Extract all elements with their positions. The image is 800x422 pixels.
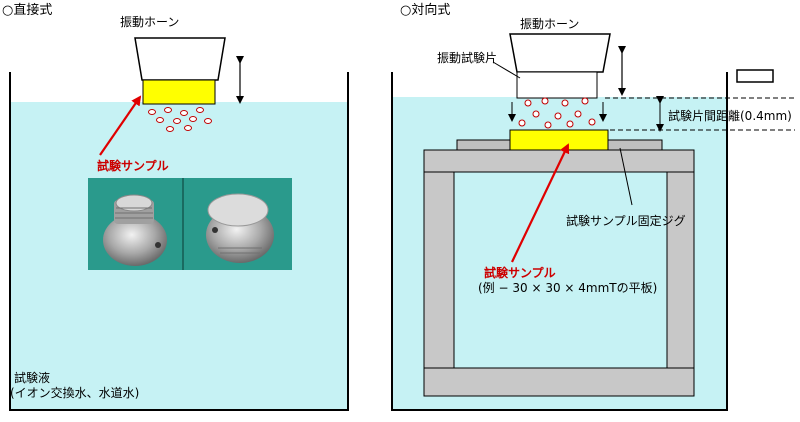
sample-body-1: [103, 214, 167, 266]
counter-title: ○対向式: [400, 2, 450, 18]
specimen-leader: [492, 61, 521, 79]
liquid-note-left: (イオン交換水、水道水): [10, 385, 139, 400]
jig-bottom-beam: [423, 367, 695, 397]
test-sample-right: [509, 129, 609, 151]
horn-label-left: 振動ホーン: [120, 15, 179, 29]
gap-dashed-lines: [605, 97, 795, 131]
sample-note-right: (例 − 30 × 30 × 4mmTの平板): [478, 281, 657, 295]
tank-left: [9, 72, 349, 411]
direct-method-panel: ○直接式 振動ホーン 試験サンプル: [2, 2, 349, 411]
sample-pointer-left: [99, 95, 142, 156]
sample-hole-2: [212, 227, 218, 233]
cavitation-bubbles-left: [148, 107, 212, 132]
sample-face-2: [207, 193, 269, 227]
sample-label-right: 試験サンプル: [484, 265, 556, 280]
indicator-box: [736, 69, 774, 83]
vibrating-specimen: [516, 71, 598, 99]
vibration-horn-left: [134, 37, 226, 81]
sample-photo: [88, 178, 292, 270]
gap-label: 試験片間距離(0.4mm): [668, 108, 792, 123]
photo-divider: [182, 178, 184, 270]
jig-leader: [619, 147, 633, 206]
direct-title: ○直接式: [2, 2, 52, 18]
sample-thread-lines-2: [218, 247, 262, 254]
sample-top-1: [115, 194, 153, 212]
test-sample-left: [142, 79, 216, 105]
sample-label-left: 試験サンプル: [97, 158, 169, 173]
sample-thread-lines-1: [115, 207, 153, 219]
counter-method-panel: ○対向式 振動ホーン 振動試験片: [391, 2, 795, 411]
sample-hole-1: [155, 242, 161, 248]
tank-right: [391, 72, 728, 411]
fixing-jig: [423, 149, 695, 397]
jig-label: 試験サンプル固定ジグ: [566, 213, 686, 228]
sample-pointer-right: [511, 143, 570, 263]
jig-right-leg: [666, 171, 695, 369]
specimen-label: 振動試験片: [437, 50, 497, 65]
cavitation-bubbles-right: [518, 97, 596, 129]
vibration-horn-right: [509, 33, 611, 73]
down-arrows: [508, 102, 607, 122]
horn-label-right: 振動ホーン: [520, 17, 579, 31]
jig-top-beam: [423, 149, 695, 173]
jig-left-leg: [423, 171, 455, 369]
liquid-label-left: 試験液: [14, 370, 50, 385]
